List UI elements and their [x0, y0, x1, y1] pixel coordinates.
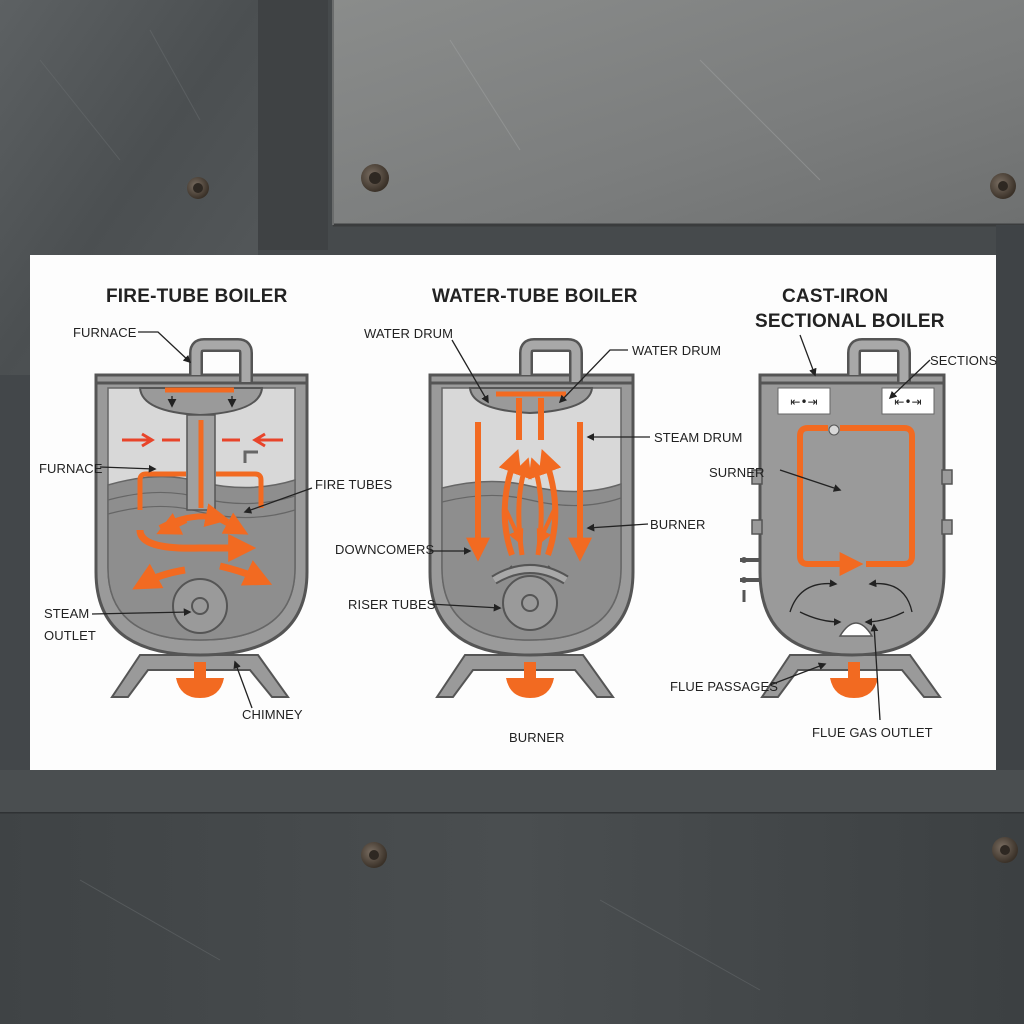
boiler-diagrams: ⇤•⇥ ⇤•⇥: [91, 331, 953, 721]
diagram-panel: ⇤•⇥ ⇤•⇥ FIRE-TUBE BOILER WATER-TUBE BO: [30, 255, 998, 770]
label-downcomers: DOWNCOMERS: [335, 542, 435, 557]
label-surner: SURNER: [709, 465, 765, 480]
label-riser-tubes: RISER TUBES: [348, 597, 436, 612]
label-steam-outlet-line2: OUTLET: [44, 628, 96, 643]
label-steam-drum: STEAM DRUM: [654, 430, 743, 445]
label-furnace-mid: FURNACE: [39, 461, 103, 476]
fire-tube-boiler: [91, 331, 313, 709]
label-chimney: CHIMNEY: [242, 707, 303, 722]
label-water-drum-left: WATER DRUM: [364, 326, 454, 341]
water-tube-boiler: [428, 338, 650, 698]
label-flue-passages: FLUE PASSAGES: [670, 679, 778, 694]
water-tube-title: WATER-TUBE BOILER: [432, 286, 638, 307]
label-sections: SECTIONS: [930, 353, 998, 368]
cast-iron-sectional-boiler: ⇤•⇥ ⇤•⇥: [740, 334, 953, 721]
label-burner-bottom: BURNER: [509, 730, 565, 745]
metal-plate: [333, 0, 1024, 225]
metal-plate: [0, 812, 1024, 1024]
label-burner-side: BURNER: [650, 517, 706, 532]
label-furnace-top: FURNACE: [73, 325, 137, 340]
cast-iron-title-line2: SECTIONAL BOILER: [755, 311, 945, 332]
label-flue-gas-outlet: FLUE GAS OUTLET: [812, 725, 933, 740]
cast-iron-title-line1: CAST-IRON: [782, 286, 889, 307]
fire-tube-title: FIRE-TUBE BOILER: [106, 286, 288, 307]
label-steam-outlet-line1: STEAM: [44, 606, 90, 621]
label-water-drum-right: WATER DRUM: [632, 343, 722, 358]
label-fire-tubes: FIRE TUBES: [315, 477, 393, 492]
svg-text:⇤•⇥: ⇤•⇥: [894, 395, 921, 409]
svg-text:⇤•⇥: ⇤•⇥: [790, 395, 817, 409]
